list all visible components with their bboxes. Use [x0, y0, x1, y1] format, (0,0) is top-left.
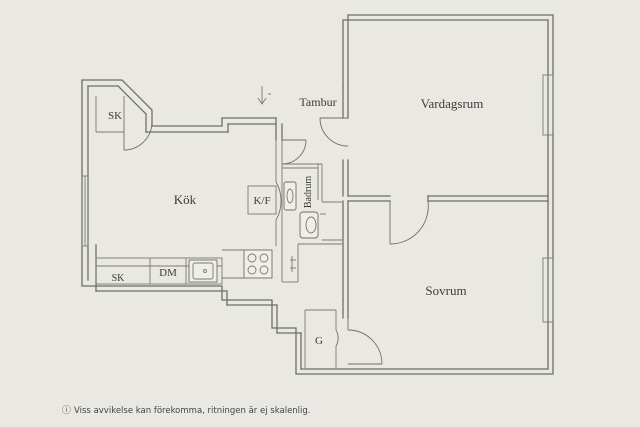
kitchen-fixtures: [95, 185, 277, 285]
fixture-label-dm: DM: [159, 267, 177, 279]
doors: [123, 86, 429, 365]
room-label-kok: Kök: [174, 192, 197, 207]
fixture-label-g: G: [315, 335, 323, 347]
room-label-tambur: Tambur: [299, 95, 336, 109]
room-label-badrum: Badrum: [303, 176, 314, 208]
room-label-vardagsrum: Vardagsrum: [421, 96, 484, 111]
disclaimer-text: Viss avvikelse kan förekomma, ritningen …: [74, 406, 311, 416]
outer-walls: [81, 14, 554, 375]
fixture-label-sk-counter: SK: [112, 273, 126, 284]
interior-walls: [95, 85, 549, 368]
windows: [81, 74, 554, 323]
room-label-sovrum: Sovrum: [425, 283, 466, 298]
info-icon: ⓘ: [62, 406, 72, 416]
bathroom-fixtures: [283, 181, 326, 272]
fixture-label-sk-closet: SK: [108, 110, 122, 122]
fixture-label-kf: K/F: [253, 195, 270, 207]
